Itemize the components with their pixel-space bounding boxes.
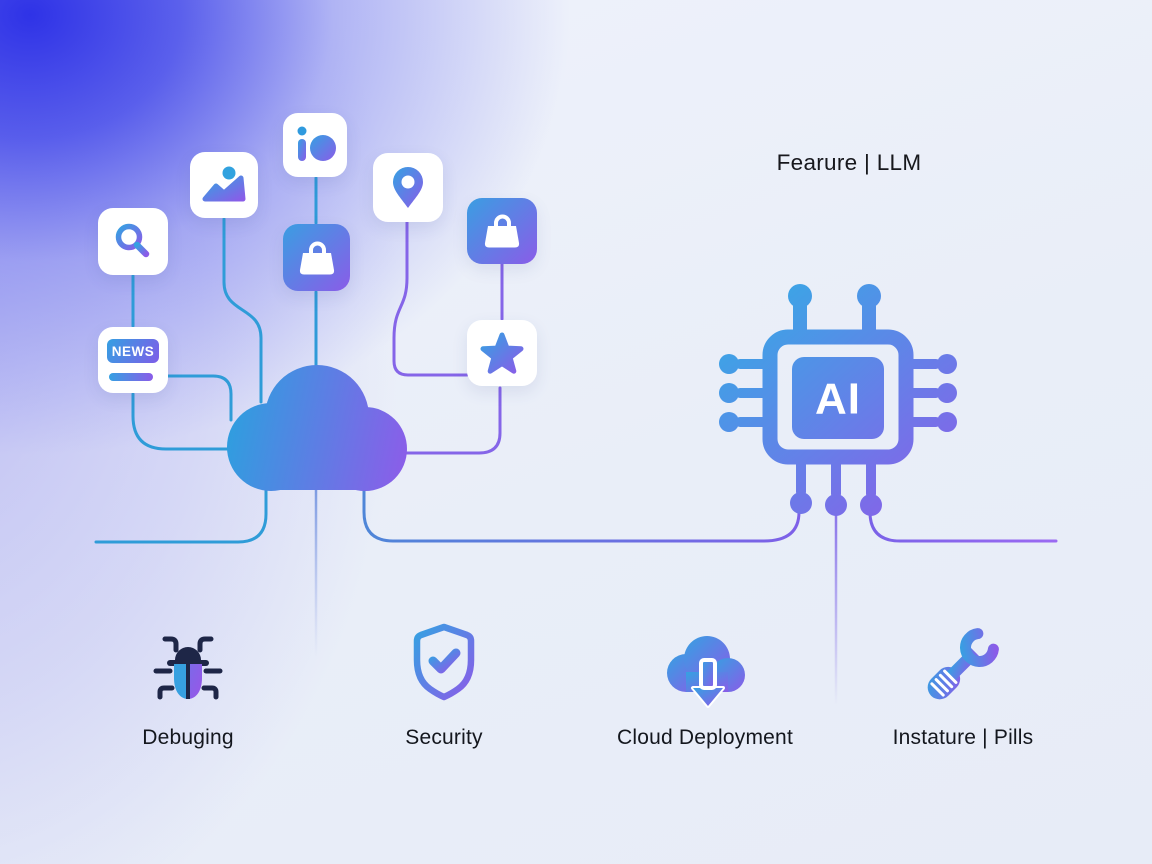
bug-icon <box>153 636 223 700</box>
line-chip-right <box>868 510 1058 543</box>
app-card-star <box>467 320 537 386</box>
ai-chip-icon: AI <box>719 284 957 516</box>
feature-label-cloud-deployment: Cloud Deployment <box>617 726 793 749</box>
app-card-shopping-bag-1 <box>283 224 350 291</box>
magnifier-icon <box>115 223 150 257</box>
cloud-hub <box>227 365 407 491</box>
shield-check-icon <box>413 623 475 701</box>
app-card-io <box>283 113 347 177</box>
caption-feature-llm: Fearure | LLM <box>776 150 922 175</box>
app-card-shopping-bag-2 <box>467 198 537 264</box>
star-icon <box>480 332 524 374</box>
io-logo-icon <box>297 126 336 161</box>
line-left-horizontal-cloud <box>94 482 268 544</box>
news-badge-text: NEWS <box>107 339 159 363</box>
map-pin-icon <box>393 166 423 208</box>
news-text-bar <box>109 373 153 381</box>
app-card-search <box>98 208 168 275</box>
wrench-icon <box>927 628 999 700</box>
feature-label-debugging: Debuging <box>142 726 234 749</box>
cloud-download-icon <box>667 636 745 708</box>
connector-lines <box>94 176 1058 705</box>
app-card-location <box>373 153 443 222</box>
feature-label-security: Security <box>405 726 483 749</box>
line-photo-cloud <box>222 217 263 404</box>
shopping-bag-icon <box>299 241 334 274</box>
news-badge-icon: NEWS <box>98 327 168 393</box>
feature-label-instature-pills: Instature | Pills <box>892 726 1034 749</box>
app-card-news: NEWS <box>98 327 168 393</box>
line-news-bottom-cloud <box>131 392 237 451</box>
line-cloud-star <box>405 386 502 455</box>
line-news-right-cloud <box>166 374 233 422</box>
app-card-photo <box>190 152 258 218</box>
line-pin-star <box>392 220 469 377</box>
shopping-bag-icon <box>484 214 520 248</box>
image-icon <box>202 166 246 202</box>
chip-label: AI <box>815 375 861 424</box>
line-cloud-chip-long <box>362 487 801 543</box>
